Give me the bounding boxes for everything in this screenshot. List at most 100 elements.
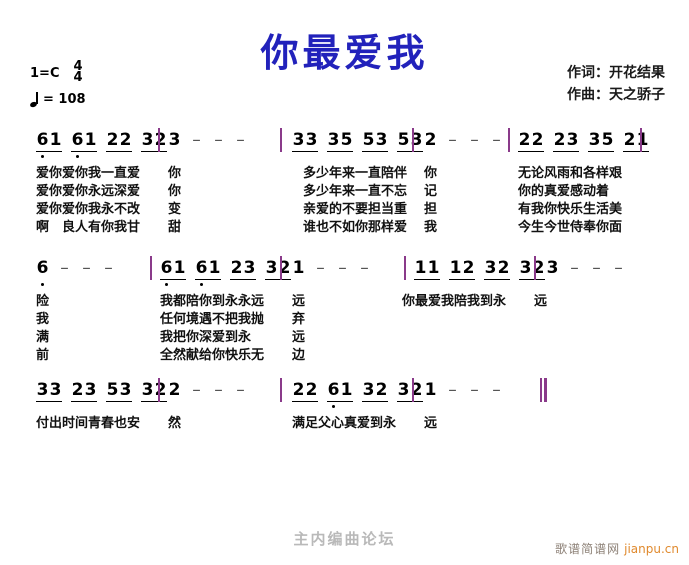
measure-1-2: 3––– bbox=[168, 130, 247, 156]
lyric-segment: 我都陪你到永永远 bbox=[160, 294, 265, 309]
lyric-segment: 有我你快乐生活美 bbox=[518, 202, 623, 217]
lyric-line: 险 我都陪你到永永远 远 你最爱我陪我到永 远 bbox=[0, 290, 689, 309]
lyric-segment: 我把你深爱到永 bbox=[160, 330, 252, 345]
note: 3 bbox=[36, 380, 52, 402]
lyric-segment: 付出时间青春也安 bbox=[36, 416, 141, 431]
note: 3 bbox=[46, 380, 62, 402]
barline bbox=[280, 128, 282, 152]
note: 3 bbox=[302, 130, 318, 152]
note-dash: – bbox=[192, 380, 201, 400]
note: 2 bbox=[230, 258, 246, 280]
lyric-segment: 记 bbox=[424, 184, 438, 199]
note-dash: – bbox=[592, 258, 601, 278]
note-dash: – bbox=[338, 258, 347, 278]
tempo-value: = 108 bbox=[43, 92, 86, 107]
lyric-segment: 险 bbox=[36, 294, 50, 309]
note: 6 bbox=[160, 258, 176, 286]
note-dash: – bbox=[614, 258, 623, 278]
note: 6 bbox=[327, 380, 343, 408]
note: 2 bbox=[106, 130, 122, 152]
lyric-line: 满 我把你深爱到永 远 bbox=[0, 326, 689, 345]
measure-2-3: 1––– bbox=[292, 258, 371, 284]
note: 2 bbox=[553, 130, 569, 152]
time-signature-numerator: 4 bbox=[73, 59, 83, 74]
barline bbox=[412, 378, 414, 402]
note: 5 bbox=[362, 130, 378, 152]
lyrics-block-3: 付出时间青春也安 然 满足父心真爱到永 远 bbox=[0, 412, 689, 431]
note: 3 bbox=[563, 130, 579, 152]
lyric-segment: 今生今世侍奉你面 bbox=[518, 220, 623, 235]
lyric-line: 爱你爱你我永不改 变 亲爱的不要担当重 担 有我你快乐生活美 bbox=[0, 198, 689, 217]
note: 3 bbox=[327, 130, 343, 152]
lyric-line: 我 任何境遇不把我抛 弃 bbox=[0, 308, 689, 327]
barline bbox=[404, 256, 406, 280]
lyric-line: 啊 良人有你我甘 甜 谁也不如你那样爱 我 今生今世侍奉你面 bbox=[0, 216, 689, 235]
note: 2 bbox=[529, 258, 545, 280]
note-dash: – bbox=[492, 380, 501, 400]
note: 3 bbox=[519, 258, 535, 280]
note: 3 bbox=[141, 380, 157, 402]
note-dash: – bbox=[470, 130, 479, 150]
note: 6 bbox=[195, 258, 211, 286]
quarter-note-icon bbox=[29, 91, 40, 108]
lyric-segment: 边 bbox=[292, 348, 306, 363]
note-dash: – bbox=[82, 258, 91, 278]
lyric-segment: 我 bbox=[36, 312, 50, 327]
note: 2 bbox=[116, 130, 132, 152]
lyric-line: 爱你爱你我一直爱 你 多少年来一直陪伴 你 无论风雨和各样艰 bbox=[0, 162, 689, 181]
lyric-segment: 满足父心真爱到永 bbox=[292, 416, 397, 431]
note: 3 bbox=[484, 258, 500, 280]
note: 1 bbox=[633, 130, 649, 152]
note: 6 bbox=[36, 258, 49, 286]
note: 2 bbox=[528, 130, 544, 152]
note: 1 bbox=[337, 380, 353, 402]
note: 3 bbox=[116, 380, 132, 402]
note: 2 bbox=[168, 380, 181, 400]
lyric-segment: 甜 bbox=[168, 220, 182, 235]
lyric-segment: 担 bbox=[424, 202, 438, 217]
forum-watermark: 主内编曲论坛 bbox=[293, 530, 396, 548]
barline bbox=[640, 128, 642, 152]
note: 2 bbox=[275, 258, 291, 280]
note: 2 bbox=[151, 130, 167, 152]
note: 1 bbox=[424, 258, 440, 280]
note: 6 bbox=[71, 130, 87, 158]
site-watermark-cn: 歌谱简谱网 bbox=[555, 542, 621, 556]
barline bbox=[150, 256, 152, 280]
lyric-segment: 弃 bbox=[292, 312, 306, 327]
lyric-segment: 谁也不如你那样爱 bbox=[303, 220, 408, 235]
note-dash: – bbox=[236, 380, 245, 400]
site-watermark-url: jianpu.cn bbox=[624, 542, 679, 556]
lyric-line: 前 全然献给你快乐无 边 bbox=[0, 344, 689, 363]
measure-3-4: 1––– bbox=[424, 380, 503, 406]
lyric-segment: 你 bbox=[168, 166, 182, 181]
lyric-segment: 多少年来一直不忘 bbox=[303, 184, 408, 199]
note: 1 bbox=[292, 258, 305, 278]
time-signature: 4 4 bbox=[73, 59, 83, 85]
lyric-line: 爱你爱你永远深爱 你 多少年来一直不忘 记 你的真爱感动着 bbox=[0, 180, 689, 199]
note-dash: – bbox=[316, 258, 325, 278]
time-signature-denominator: 4 bbox=[73, 70, 83, 85]
barline bbox=[508, 128, 510, 152]
barline bbox=[280, 378, 282, 402]
lyric-segment: 爱你爱你永远深爱 bbox=[36, 184, 141, 199]
lyric-segment: 你的真爱感动着 bbox=[518, 184, 610, 199]
lyrics-block-2: 险 我都陪你到永永远 远 你最爱我陪我到永 远 我 任何境遇不把我抛 弃 满 我… bbox=[0, 290, 689, 363]
lyric-segment: 多少年来一直陪伴 bbox=[303, 166, 408, 181]
measure-1-4: 2––– bbox=[424, 130, 503, 156]
lyricist-credit: 作词：开花结果 bbox=[567, 65, 665, 81]
measure-3-2: 2––– bbox=[168, 380, 247, 406]
note: 2 bbox=[623, 130, 639, 152]
note: 5 bbox=[598, 130, 614, 152]
note: 6 bbox=[36, 130, 52, 158]
note: 3 bbox=[265, 258, 281, 280]
note: 2 bbox=[292, 380, 308, 402]
composer-credit: 作曲：天之骄子 bbox=[567, 87, 665, 103]
